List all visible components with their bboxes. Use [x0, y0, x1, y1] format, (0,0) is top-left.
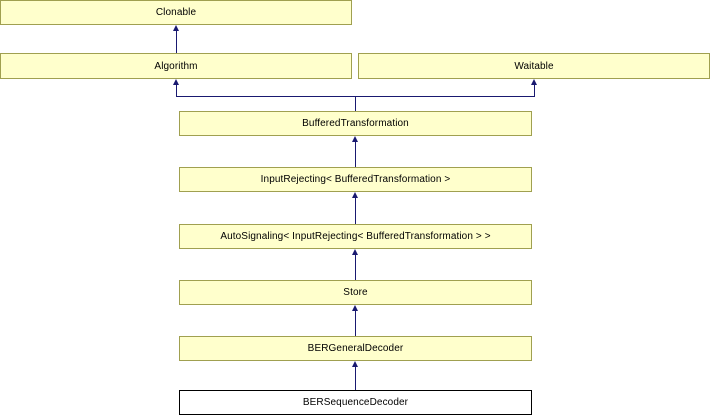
- edge-bersequencedecoder-to-bergeneraldecoder-line: [355, 367, 356, 390]
- class-node-store[interactable]: Store: [179, 280, 532, 305]
- edge-bergeneraldecoder-to-store-arrowhead: [352, 305, 358, 311]
- edge-inputrejecting-to-bufferedtransformation-line: [355, 142, 356, 167]
- edge-store-to-autosignaling-line: [355, 255, 356, 280]
- edge-bufferedtransformation-to-waitable-line: [534, 85, 535, 96]
- class-node-algorithm[interactable]: Algorithm: [0, 53, 352, 79]
- edge-autosignaling-to-inputrejecting-arrowhead: [352, 192, 358, 198]
- edge-bufferedtransformation-to-waitable-arrowhead: [531, 79, 537, 85]
- edge-store-to-autosignaling-arrowhead: [352, 249, 358, 255]
- class-node-waitable-label: Waitable: [514, 60, 554, 72]
- class-node-waitable[interactable]: Waitable: [358, 53, 710, 79]
- class-node-input-rejecting[interactable]: InputRejecting< BufferedTransformation >: [179, 167, 532, 192]
- edge-inputrejecting-to-bufferedtransformation-arrowhead: [352, 136, 358, 142]
- edge-bufferedtransformation-stem: [355, 96, 356, 111]
- edge-algorithm-to-clonable-arrowhead: [173, 25, 179, 31]
- class-node-ber-sequence-decoder[interactable]: BERSequenceDecoder: [179, 390, 532, 415]
- class-node-store-label: Store: [343, 287, 368, 298]
- class-node-clonable[interactable]: Clonable: [0, 0, 352, 25]
- class-node-input-rejecting-label: InputRejecting< BufferedTransformation >: [260, 174, 451, 185]
- edge-bufferedtransformation-to-algorithm-line: [176, 85, 177, 96]
- edge-bufferedtransformation-to-algorithm-arrowhead: [173, 79, 179, 85]
- class-node-auto-signaling[interactable]: AutoSignaling< InputRejecting< BufferedT…: [179, 224, 532, 249]
- edge-bufferedtransformation-crossbar: [176, 96, 535, 97]
- class-node-algorithm-label: Algorithm: [154, 60, 198, 72]
- class-node-ber-general-decoder[interactable]: BERGeneralDecoder: [179, 336, 532, 361]
- class-node-ber-general-decoder-label: BERGeneralDecoder: [307, 343, 404, 354]
- class-node-clonable-label: Clonable: [155, 7, 197, 18]
- class-node-buffered-transformation[interactable]: BufferedTransformation: [179, 111, 532, 136]
- edge-algorithm-to-clonable-line: [176, 31, 177, 53]
- edge-bersequencedecoder-to-bergeneraldecoder-arrowhead: [352, 361, 358, 367]
- edge-autosignaling-to-inputrejecting-line: [355, 198, 356, 224]
- class-node-auto-signaling-label: AutoSignaling< InputRejecting< BufferedT…: [220, 231, 491, 242]
- edge-bergeneraldecoder-to-store-line: [355, 311, 356, 336]
- class-node-ber-sequence-decoder-label: BERSequenceDecoder: [302, 397, 409, 408]
- class-node-buffered-transformation-label: BufferedTransformation: [302, 118, 409, 129]
